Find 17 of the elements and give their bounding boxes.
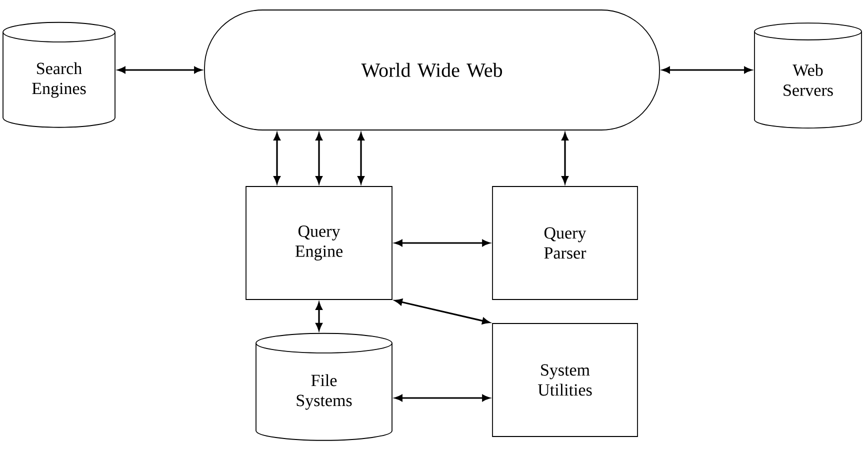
arrow: [394, 394, 490, 402]
arrow: [316, 132, 322, 184]
database-cylinder: Search Engines: [2, 22, 116, 128]
arrow: [394, 298, 490, 324]
database-cylinder: Web Servers: [754, 22, 862, 129]
arrow: [662, 66, 752, 74]
arrow: [274, 132, 280, 184]
arrow: [118, 66, 202, 74]
arrow: [358, 132, 364, 184]
process-box: Query Parser: [492, 186, 638, 300]
arrow: [316, 302, 322, 331]
arrow: [562, 132, 568, 184]
process-box: System Utilities: [492, 323, 638, 437]
process-box: Query Engine: [246, 186, 392, 300]
web-box: World Wide Web: [204, 10, 660, 130]
database-cylinder: File Systems: [256, 332, 392, 441]
arrow: [394, 240, 490, 246]
